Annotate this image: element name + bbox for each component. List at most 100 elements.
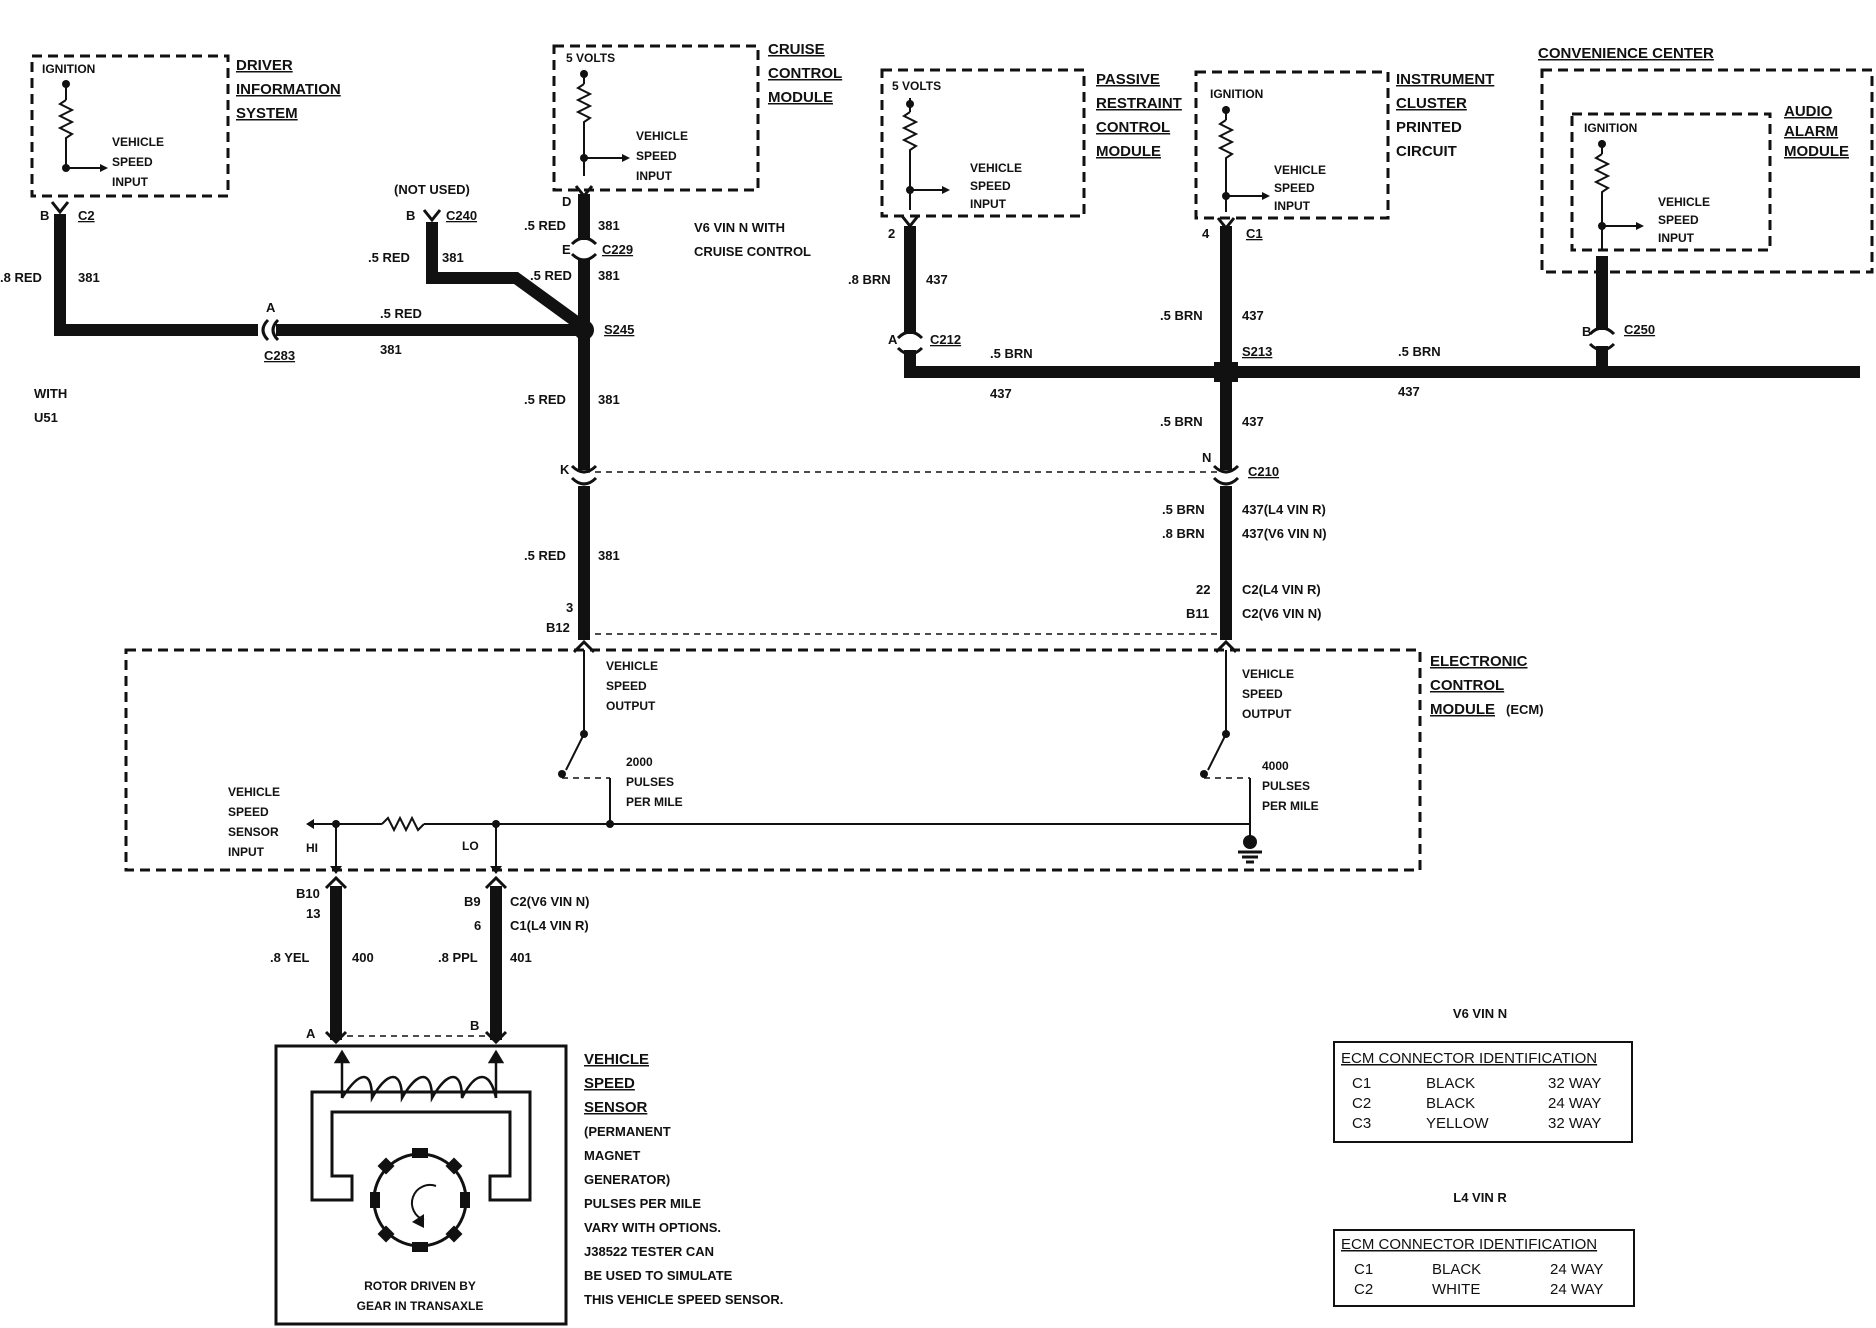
vss-lo-pin-1: B9 [464,894,481,909]
ecm-left-wire-num: 381 [598,548,620,563]
vss-title-3: SENSOR [584,1099,648,1116]
ccm-title-2: CONTROL [768,65,842,82]
table-l4-r1c1: C1 [1354,1261,1373,1278]
dis-supply-label: IGNITION [42,62,95,76]
aam-title-3: MODULE [1784,143,1849,160]
ecm-pulses-right-2: PULSES [1262,779,1310,793]
ecm-out-right-3: OUTPUT [1242,707,1292,721]
ecm-vss-input-3: SENSOR [228,825,279,839]
ecm-vss-input-1: VEHICLE [228,785,280,799]
prcm-pin: 2 [888,226,895,241]
dis-input-label-3: INPUT [112,175,149,189]
c240-conn: C240 [446,208,477,223]
table-l4-title: ECM CONNECTOR IDENTIFICATION [1341,1236,1597,1253]
r-size-1: .5 BRN [1162,502,1205,517]
convenience-center: CONVENIENCE CENTER [1538,45,1874,274]
dis-title-2: INFORMATION [236,81,341,98]
ipc-pin: 4 [1202,226,1210,241]
table-l4-r2c1: C2 [1354,1281,1373,1298]
ccm-input-label-3: INPUT [636,169,673,183]
vss-pin-b: B [470,1018,479,1033]
table-v6-r3c2: YELLOW [1426,1115,1489,1132]
prcm-title-1: PASSIVE [1096,71,1160,88]
with-u51-2: U51 [34,410,58,425]
table-v6-r2c1: C2 [1352,1095,1371,1112]
ccm-supply-label: 5 VOLTS [566,51,615,65]
c229-wire-size: .5 RED [530,268,572,283]
passive-restraint-control-module: 5 VOLTS VEHICLE SPEED INPUT PASSIVE REST… [880,68,1182,218]
dis-pin: B [40,208,49,223]
vss-desc-7: BE USED TO SIMULATE [584,1268,733,1283]
c283-wire-size: .5 RED [380,306,422,321]
s213-splice [1214,362,1238,382]
aam-wire-size: .5 BRN [1398,344,1441,359]
ipc-title-3: PRINTED [1396,119,1462,136]
vss-desc-4: PULSES PER MILE [584,1196,701,1211]
vss-lo-pin-2: 6 [474,918,481,933]
s245-label: S245 [604,322,634,337]
audio-alarm-module: IGNITION VEHICLE SPEED INPUT AUDIO ALARM… [1570,103,1849,252]
circuit-437 [904,226,1860,640]
prcm-title-2: RESTRAINT [1096,95,1182,112]
vehicle-speed-sensor: ROTOR DRIVEN BY GEAR IN TRANSAXLE VEHICL… [274,1044,783,1326]
table-l4-r2c3: 24 WAY [1550,1281,1603,1298]
nu-wire-size: .5 RED [368,250,410,265]
vss-hi-pin-2: 13 [306,906,320,921]
vss-desc-2: MAGNET [584,1148,640,1163]
coil-icon [333,1049,505,1103]
ecm-title-1: ELECTRONIC [1430,653,1528,670]
vss-lo-conn-2: C1(L4 VIN R) [510,918,589,933]
ecm-title-2: CONTROL [1430,677,1504,694]
prcm-input-label-2: SPEED [970,179,1011,193]
c210-left-pin: K [560,462,570,477]
prcm-supply-label: 5 VOLTS [892,79,941,93]
s213-down-num: 437 [1242,414,1264,429]
c229-conn: C229 [602,242,633,257]
ccm-wire-num: 381 [598,218,620,233]
table-v6-r3c1: C3 [1352,1115,1371,1132]
r-num-1: 437(L4 VIN R) [1242,502,1326,517]
ecm-out-right-1: VEHICLE [1242,667,1294,681]
s213-label: S213 [1242,344,1272,359]
vss-desc-8: THIS VEHICLE SPEED SENSOR. [584,1292,783,1307]
ccm-title-3: MODULE [768,89,833,106]
vss-title-1: VEHICLE [584,1051,649,1068]
yel-size: .8 YEL [270,950,310,965]
r-size-2: .8 BRN [1162,526,1205,541]
with-u51-1: WITH [34,386,67,401]
table-l4-r1c2: BLACK [1432,1261,1481,1278]
r-conn-2: C2(V6 VIN N) [1242,606,1321,621]
c212-wire-size: .5 BRN [990,346,1033,361]
ipc-input-label-1: VEHICLE [1274,163,1326,177]
c250-conn: C250 [1624,322,1655,337]
connector-symbols [50,185,1616,654]
k-wire-num: 381 [598,392,620,407]
ecm-pulses-left-2: PULSES [626,775,674,789]
ipc-wire-size: .5 BRN [1160,308,1203,323]
vss-rotor-2: GEAR IN TRANSAXLE [357,1299,484,1313]
c210-conn: C210 [1248,464,1279,479]
ipc-input-label-2: SPEED [1274,181,1315,195]
dis-title-1: DRIVER [236,57,293,74]
k-wire-size: .5 RED [524,392,566,407]
ecm-hi-label: HI [306,841,318,855]
table-v6-r2c2: BLACK [1426,1095,1475,1112]
c210-right-pin: N [1202,450,1211,465]
prcm-wire-num: 437 [926,272,948,287]
convenience-center-title: CONVENIENCE CENTER [1538,45,1714,62]
ground-icon [1238,835,1262,864]
s245-splice [574,320,594,340]
ipc-wire-num: 437 [1242,308,1264,323]
aam-input-label-2: SPEED [1658,213,1699,227]
ecm-out-left-1: VEHICLE [606,659,658,673]
table-l4-heading: L4 VIN R [1453,1190,1507,1205]
electronic-control-module: ELECTRONIC CONTROL MODULE (ECM) VEHICLE … [124,648,1544,874]
ccm-wire-size: .5 RED [524,218,566,233]
ccm-input-label-2: SPEED [636,149,677,163]
vss-lo-conn-1: C2(V6 VIN N) [510,894,589,909]
not-used-note: (NOT USED) [394,182,470,197]
wire-labels: B C2 .8 RED 381 A .5 RED C283 381 WITH U… [0,182,1655,1041]
aam-title-1: AUDIO [1784,103,1833,120]
ecm-out-left-3: OUTPUT [606,699,656,713]
r-pin-2: B11 [1186,606,1209,621]
